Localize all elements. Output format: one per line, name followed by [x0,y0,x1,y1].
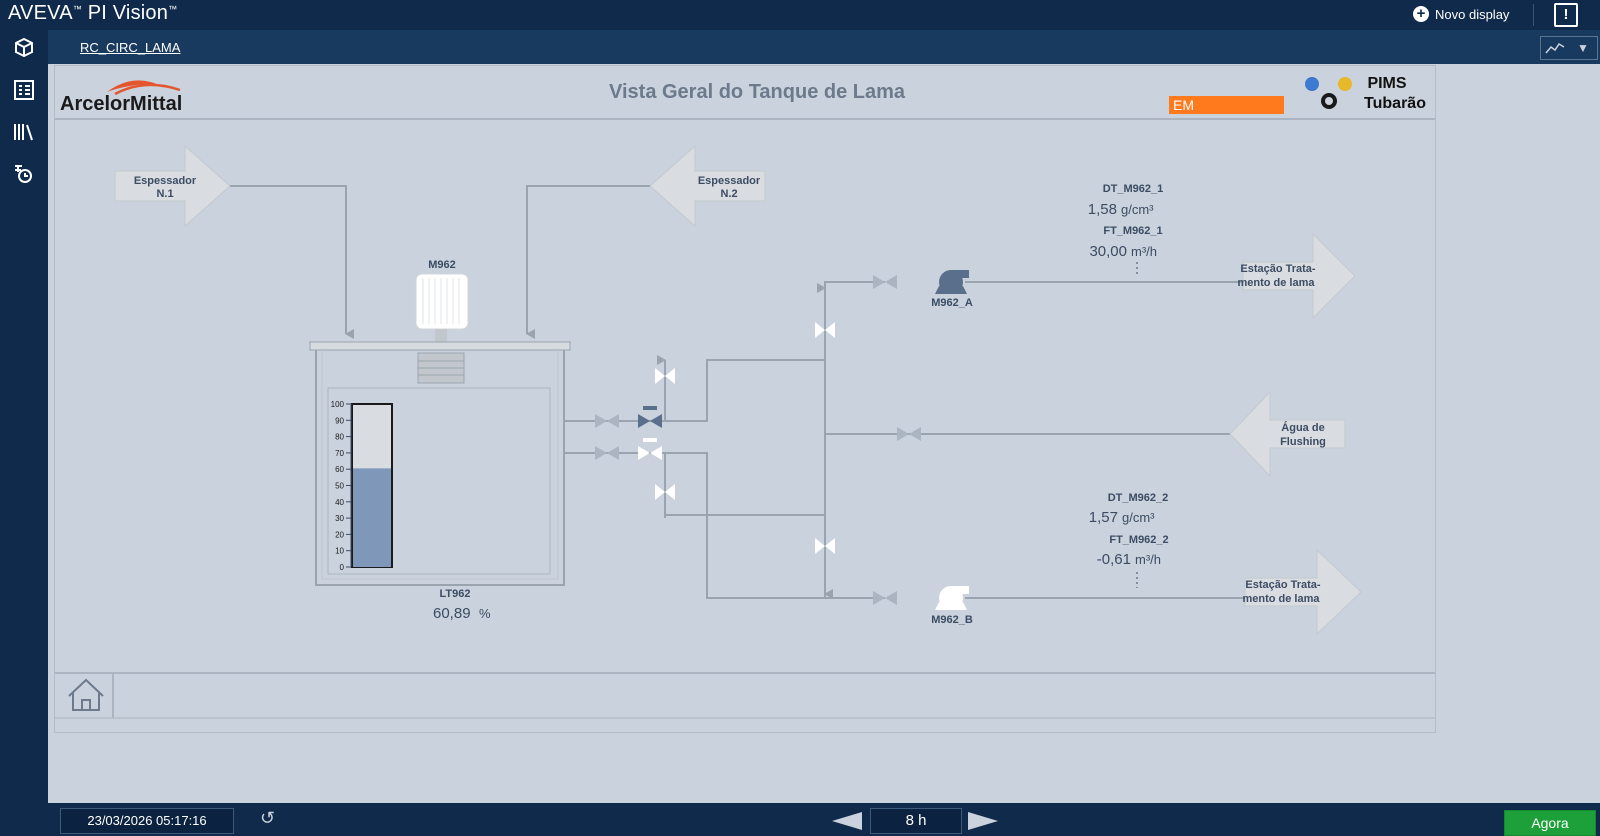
level-scale-tick: 60 [335,465,344,474]
dt2-value: 1,57 [1089,509,1118,526]
level-scale-tick: 20 [335,530,344,539]
svg-text:Estação Trata-: Estação Trata- [1240,263,1316,275]
events-icon[interactable] [12,162,36,186]
status-badge-label: EM [1173,97,1194,113]
refresh-icon[interactable]: ↺ [260,808,276,828]
ft2-unit: m³/h [1135,552,1161,567]
page-title: Vista Geral do Tanque de Lama [609,81,906,103]
status-badge [1169,96,1284,114]
pims-label: PIMS [1367,75,1406,92]
svg-text:N.1: N.1 [156,188,173,200]
level-scale-tick: 0 [340,563,345,572]
svg-text:N.2: N.2 [720,188,737,200]
svg-text:Espessador: Espessador [134,175,197,187]
svg-text:mento de lama: mento de lama [1242,593,1320,605]
level-scale-tick: 40 [335,498,344,507]
ft1-value: 30,00 [1089,243,1127,260]
svg-text:mento de lama: mento de lama [1237,277,1315,289]
dt2-unit: g/cm³ [1122,510,1155,525]
sidebar [0,30,48,836]
display-canvas: ArcelorMittal Vista Geral do Tanque de L… [54,65,1436,733]
ft1-tag: FT_M962_1 [1103,225,1162,237]
level-tag: LT962 [440,588,471,600]
duration-field[interactable]: 8 h [870,808,962,834]
ft1-unit: m³/h [1131,244,1157,259]
checklist-icon[interactable] [12,78,36,102]
divider [1533,4,1534,26]
level-unit: % [479,606,491,621]
now-button[interactable]: Agora [1504,810,1596,836]
pims-site: Tubarão [1364,95,1426,112]
level-value: 60,89 [433,605,471,622]
pump-a-tag: M962_A [931,297,973,309]
plus-icon: + [1413,6,1429,22]
trend-icon[interactable] [1541,37,1569,59]
chevron-down-icon[interactable]: ▼ [1577,41,1589,55]
start-time-field[interactable]: 23/03/2026 05:17:16 [60,808,234,834]
control-valve-icons[interactable] [638,322,835,554]
level-scale-tick: 50 [335,482,344,491]
display-tab[interactable]: RC_CIRC_LAMA [80,40,181,55]
ft2-value: -0,61 [1097,551,1131,568]
process-diagram: ArcelorMittal Vista Geral do Tanque de L… [55,75,1435,719]
svg-text:ArcelorMittal: ArcelorMittal [60,93,182,115]
new-display-button[interactable]: + Novo display [1413,6,1509,22]
app-brand: AVEVA™ PI Vision™ [8,2,178,24]
valve-icons[interactable] [595,275,921,605]
mud-tank [309,341,571,586]
back-arrow-icon[interactable] [832,812,862,830]
svg-text:Flushing: Flushing [1280,436,1326,448]
new-display-label: Novo display [1435,6,1510,22]
arrow-destination-1 [1242,232,1356,320]
home-icon[interactable] [68,678,104,711]
arrow-destination-2 [1244,548,1362,636]
svg-text:Água de: Água de [1281,421,1324,434]
alert-icon[interactable]: ! [1554,3,1578,27]
motor-icon[interactable] [415,273,469,384]
top-bar: AVEVA™ PI Vision™ + Novo display ! [0,0,1600,30]
dt1-unit: g/cm³ [1121,202,1154,217]
svg-text:Espessador: Espessador [698,175,761,187]
dt1-tag: DT_M962_1 [1103,183,1164,195]
pi-status-icon [1338,77,1352,91]
forward-arrow-icon[interactable] [968,812,998,830]
cube-icon[interactable] [12,36,36,60]
svg-text:Estação Trata-: Estação Trata- [1245,579,1321,591]
level-scale-tick: 80 [335,433,344,442]
trend-menu[interactable]: ▼ [1540,36,1598,60]
time-bar [0,803,1600,836]
display-tab-bar [48,30,1600,64]
pi-icon [1305,77,1319,91]
motor-tag: M962 [428,259,456,271]
pump-a-icon[interactable] [935,270,969,294]
level-scale-tick: 30 [335,514,344,523]
arrow-espessador-2 [649,144,766,228]
dt1-value: 1,58 [1088,201,1117,218]
arrow-espessador-1 [114,144,231,228]
pump-b-tag: M962_B [931,614,973,626]
arrow-flushing [1229,390,1346,478]
ft2-tag: FT_M962_2 [1109,534,1168,546]
logo: ArcelorMittal [60,80,182,115]
level-scale-tick: 90 [335,416,344,425]
level-scale-tick: 100 [331,400,345,409]
dt2-tag: DT_M962_2 [1108,492,1169,504]
level-scale-tick: 70 [335,449,344,458]
pump-b-icon[interactable] [935,586,969,610]
library-icon[interactable] [12,120,36,144]
level-scale-tick: 10 [335,547,344,556]
level-fill [353,468,391,567]
